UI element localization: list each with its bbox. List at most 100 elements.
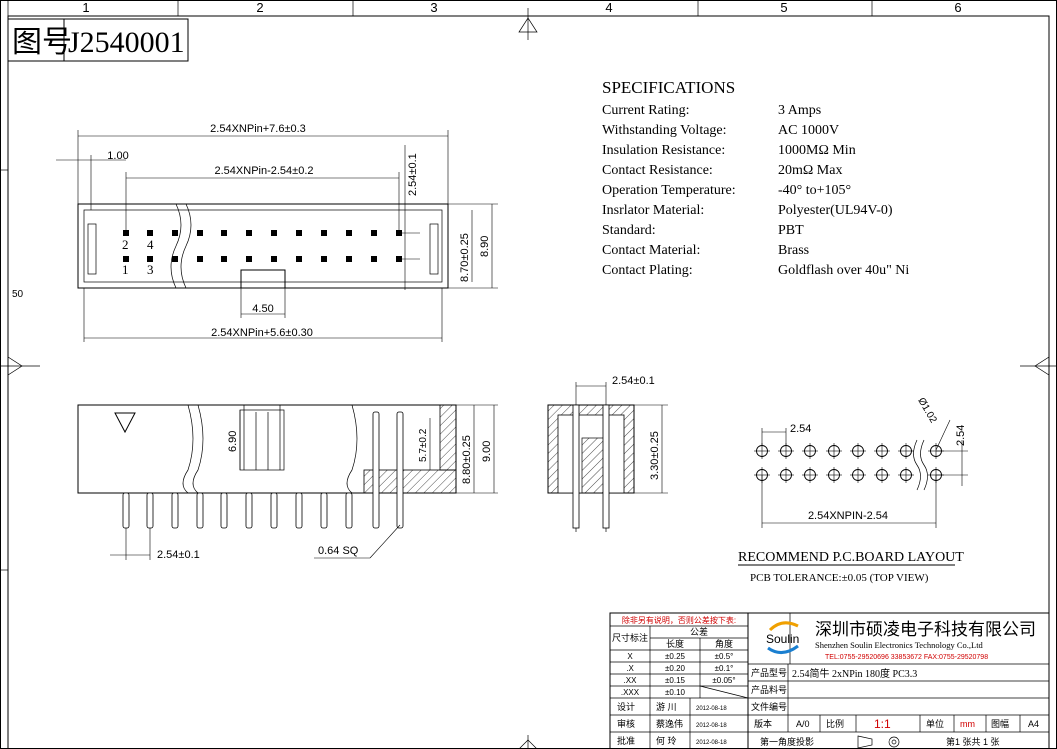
pin-square <box>271 230 277 236</box>
spec-name: Current Rating: <box>602 103 690 118</box>
pin-square <box>271 256 277 262</box>
tol-note: 除非另有说明，否则公差按下表: <box>622 615 736 625</box>
pcb-hole <box>802 467 818 483</box>
pcb-dim-hole: Ø1.02 <box>915 396 938 425</box>
spec-name: Withstanding Voltage: <box>602 123 727 138</box>
pin-square <box>371 256 377 262</box>
pcb-subtitle: PCB TOLERANCE:±0.05 (TOP VIEW) <box>750 572 929 584</box>
pin-square <box>246 230 252 236</box>
zone-4: 4 <box>605 0 612 15</box>
spec-name: Contact Material: <box>602 243 700 258</box>
title-block: 除非另有说明，否则公差按下表: 尺寸标注 公差 长度 角度 X±0.25±0.5… <box>609 612 1050 749</box>
zone-ticks <box>0 0 873 571</box>
pin-square <box>123 256 129 262</box>
pin-square <box>296 256 302 262</box>
drawing-number-box <box>7 18 189 62</box>
pcb-hole <box>778 443 794 459</box>
spec-name: Contact Plating: <box>602 263 693 278</box>
pin-leg <box>171 492 179 529</box>
tol-group: 公差 <box>690 626 708 637</box>
side-mark: 50 <box>12 289 24 300</box>
center-mark-bottom <box>518 735 538 749</box>
spec-value: PBT <box>778 223 804 238</box>
zone-6: 6 <box>954 0 961 15</box>
unit-label: 单位 <box>926 718 944 729</box>
front-view: 6.90 5.7±0.2 8.80±0.25 9.00 2.54±0.1 0.6… <box>77 404 498 561</box>
pin-label-3: 3 <box>147 262 154 277</box>
pcb-hole <box>826 467 842 483</box>
pin-label-4: 4 <box>147 237 154 252</box>
dim-body: 2.54XNPin+5.6±0.30 <box>211 327 313 339</box>
inner-frame <box>7 15 1050 749</box>
pin-leg <box>270 492 278 529</box>
pin-square <box>246 256 252 262</box>
pin-square <box>221 230 227 236</box>
unit: mm <box>960 719 975 729</box>
logo-text: Soulin <box>766 632 799 646</box>
dim-side-height: 3.30±0.25 <box>649 431 661 480</box>
product-model: 2.54简牛 2xNPin 180度 PC3.3 <box>792 667 917 680</box>
company-cn: 深圳市硕凌电子科技有限公司 <box>815 620 1036 639</box>
tol-len: ±0.20 <box>665 664 686 673</box>
spec-value: 20mΩ Max <box>778 163 842 178</box>
role: 批准 <box>617 735 635 746</box>
dim-pin-sq: 0.64 SQ <box>318 545 359 557</box>
pcb-hole <box>802 443 818 459</box>
tol-key: X <box>627 652 633 661</box>
pcb-layout: 2.54 Ø1.02 2.54 2.54XNPIN-2.54 RECOMMEND… <box>738 396 968 584</box>
tol-ang: ±0.5° <box>715 652 734 661</box>
spec-value: Polyester(UL94V-0) <box>778 203 893 218</box>
zone-3: 3 <box>430 0 437 15</box>
sign-date: 2012-08-18 <box>696 740 727 746</box>
person-name: 何 玲 <box>656 735 677 746</box>
person-name: 蔡逸伟 <box>656 718 683 729</box>
spec-heading: SPECIFICATIONS <box>602 78 735 97</box>
pin-square <box>346 256 352 262</box>
tol-ang: ±0.05° <box>712 676 735 685</box>
spec-value: 3 Amps <box>778 103 821 118</box>
pin-leg-section <box>372 411 380 529</box>
dim-row-pitch: 2.54±0.1 <box>407 153 419 196</box>
pin-leg <box>245 492 253 529</box>
file-no-label: 文件编号 <box>751 701 787 712</box>
pin-square <box>147 256 153 262</box>
pin-leg-section <box>396 411 404 529</box>
pin-square <box>123 230 129 236</box>
company-tel: TEL:0755-29520696 33853672 FAX:0755-2952… <box>825 654 988 661</box>
dim-offset: 1.00 <box>107 150 128 162</box>
tol-ang: ±0.1° <box>715 664 734 673</box>
spec-value: AC 1000V <box>778 123 839 138</box>
pin-label-2: 2 <box>122 237 129 252</box>
center-mark-right <box>1020 356 1057 376</box>
pin-square <box>197 230 203 236</box>
tol-key: .XX <box>624 676 638 685</box>
spec-name: Standard: <box>602 223 656 238</box>
spec-value: Brass <box>778 243 809 258</box>
dim-5-7: 5.7±0.2 <box>418 428 429 462</box>
version: A/0 <box>796 719 810 729</box>
side-view: 2.54±0.1 3.30±0.25 <box>547 375 668 532</box>
zone-5: 5 <box>780 0 787 15</box>
pin-leg <box>345 492 353 529</box>
projection: 第一角度投影 <box>760 736 814 747</box>
spec-name: Contact Resistance: <box>602 163 713 178</box>
pcb-hole <box>754 443 770 459</box>
pin-square <box>396 256 402 262</box>
zone-2: 2 <box>256 0 263 15</box>
pin-label-1: 1 <box>122 262 129 277</box>
center-mark-left <box>0 356 40 376</box>
spec-value: Goldflash over 40u" Ni <box>778 263 909 278</box>
pcb-hole <box>850 467 866 483</box>
role: 设计 <box>617 701 635 712</box>
pcb-hole <box>874 443 890 459</box>
drawing-number-label: 图号 <box>12 26 72 59</box>
pcb-dim-pitch: 2.54 <box>790 423 811 435</box>
pin-square <box>396 230 402 236</box>
pin-leg <box>146 492 154 529</box>
pin-square <box>172 256 178 262</box>
pcb-dim-row: 2.54 <box>955 425 967 446</box>
sign-date: 2012-08-18 <box>696 723 727 729</box>
size: A4 <box>1028 719 1039 729</box>
pcb-dim-span: 2.54XNPIN-2.54 <box>808 510 888 522</box>
